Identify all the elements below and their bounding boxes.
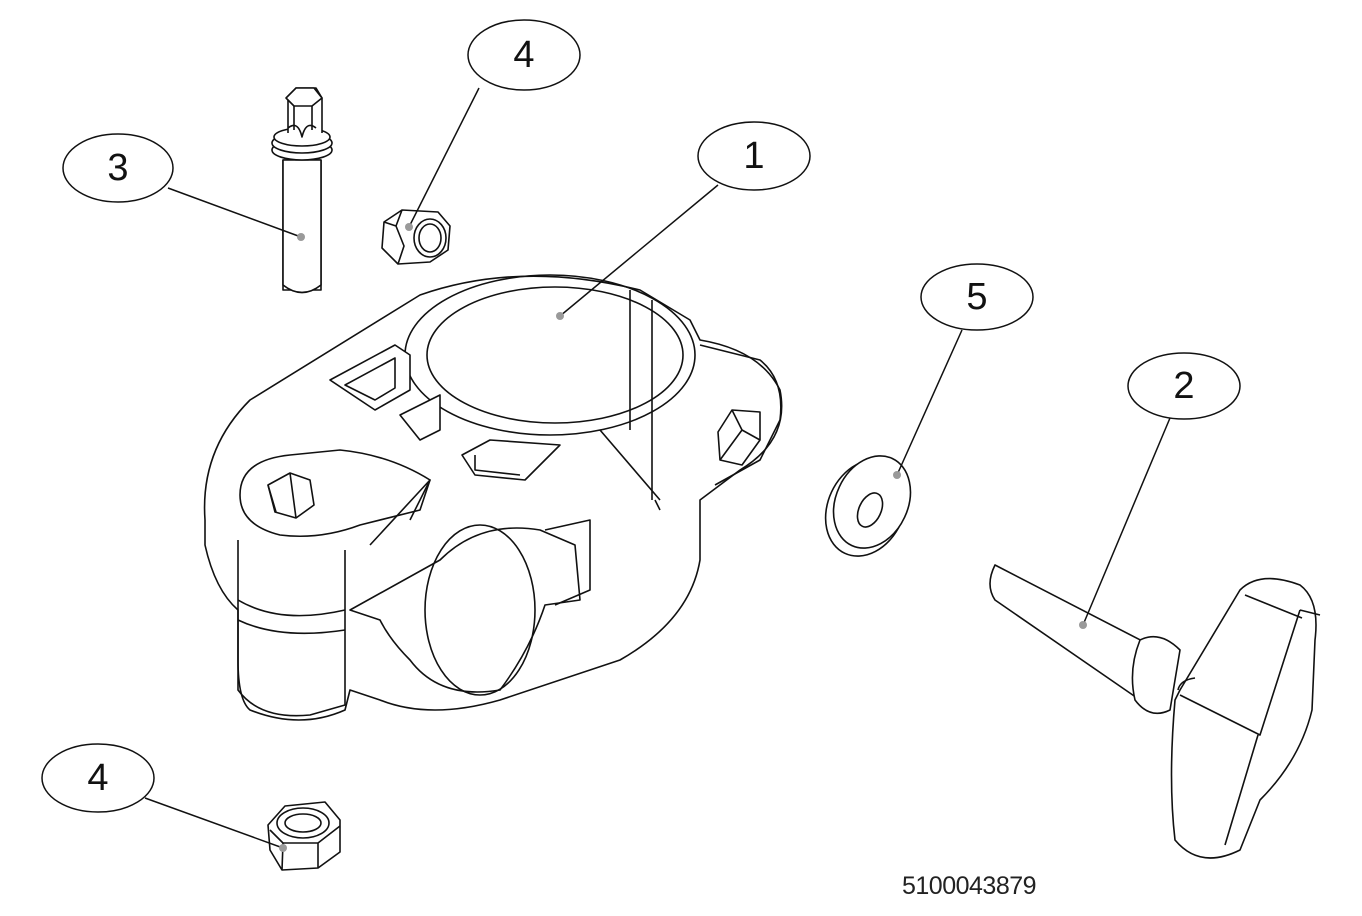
callout-4a: 4 <box>467 19 581 91</box>
clamp-body <box>203 274 783 721</box>
leader-dot-1 <box>556 312 564 320</box>
leader-line-2 <box>1082 417 1171 626</box>
callout-label-4b: 4 <box>87 757 108 799</box>
leader-line-5 <box>896 329 963 476</box>
callout-label-4a: 4 <box>513 34 534 76</box>
square-head-bolt <box>271 87 333 294</box>
callout-5: 5 <box>920 263 1034 331</box>
t-handle-knob-screw <box>989 564 1321 859</box>
hex-nut-top <box>381 209 451 265</box>
leader-dot-3 <box>297 233 305 241</box>
leader-line-1 <box>559 184 719 317</box>
callout-label-3: 3 <box>107 147 128 189</box>
callout-2: 2 <box>1127 352 1241 420</box>
leader-dot-4b <box>279 844 287 852</box>
callout-1: 1 <box>697 121 811 191</box>
hex-nut-bottom <box>267 801 341 871</box>
leader-line-4b <box>144 797 284 849</box>
flat-washer <box>824 455 912 557</box>
leader-line-4a <box>408 87 480 228</box>
callout-4b: 4 <box>41 743 155 813</box>
leader-dot-4a <box>405 223 413 231</box>
leader-line-3 <box>167 187 302 238</box>
callout-label-2: 2 <box>1173 365 1194 407</box>
document-number: 5100043879 <box>902 872 1037 900</box>
callout-label-5: 5 <box>966 276 987 318</box>
callout-3: 3 <box>62 133 174 203</box>
leader-dot-2 <box>1079 621 1087 629</box>
leader-dot-5 <box>893 471 901 479</box>
callout-label-1: 1 <box>743 135 764 177</box>
